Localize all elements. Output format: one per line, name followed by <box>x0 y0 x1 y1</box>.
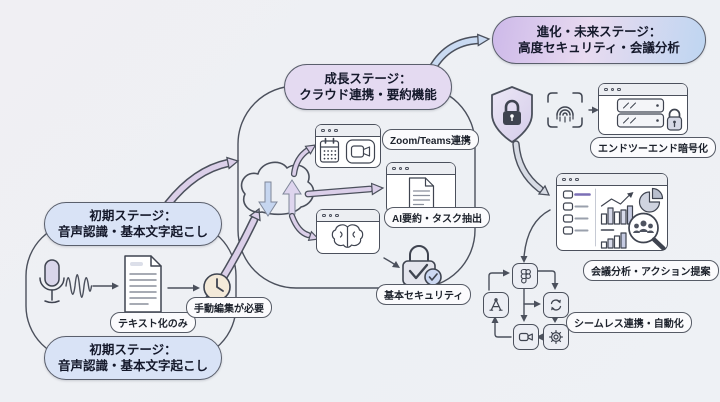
window-dot <box>322 213 326 218</box>
stage-pill-initial-bottom: 初期ステージ： 音声認識・基本文字起こし <box>44 336 222 380</box>
people-magnifier-icon <box>628 212 666 250</box>
caption-zoom-teams: Zoom/Teams連携 <box>382 129 479 150</box>
figma-app-tile <box>512 263 538 289</box>
brain-window <box>316 209 380 254</box>
window-titlebar <box>387 163 455 175</box>
window-dot <box>335 213 339 218</box>
video-camera-icon <box>345 139 376 164</box>
window-dot <box>405 166 409 171</box>
window-dot <box>617 87 621 92</box>
calendar-icon <box>319 137 340 163</box>
ai-summary-window <box>386 162 456 214</box>
arrow-initial-to-growth-upper <box>163 156 240 209</box>
window-dot <box>328 213 332 218</box>
stage-line: 初期ステージ： <box>89 208 177 223</box>
stage-pill-growth: 成長ステージ： クラウド連携・要約機能 <box>284 64 452 110</box>
stage-line: 高度セキュリティ・会議分析 <box>518 41 680 55</box>
arrow-cloud-to-brain <box>288 212 320 242</box>
meeting-analysis-window <box>556 173 668 251</box>
cloud-sync-icon <box>240 161 315 217</box>
stage-line: 音声認識・基本文字起こし <box>57 225 208 239</box>
caption-ai-summary: AI要約・タスク抽出 <box>384 207 490 228</box>
server-lock-icon <box>616 98 683 131</box>
window-titlebar <box>557 174 667 186</box>
stage-line: 初期ステージ： <box>89 342 177 357</box>
fingerprint-icon <box>545 90 585 130</box>
stage-line: クラウド連携・要約機能 <box>299 88 437 102</box>
window-dot <box>321 128 325 133</box>
calendar-video-window <box>315 124 381 168</box>
gear-app-tile <box>543 324 569 350</box>
stage-pill-initial-top: 初期ステージ： 音声認識・基本文字起こし <box>44 202 222 246</box>
build-tool-app-tile <box>483 292 509 318</box>
caption-e2e-encryption: エンドツーエンド暗号化 <box>590 137 716 158</box>
upload-arrow-icon <box>282 179 302 215</box>
pie-chart-icon <box>638 187 664 213</box>
check-badge-icon <box>424 268 442 286</box>
caption-meeting-analysis: 会議分析・アクション提案 <box>583 260 719 281</box>
window-dot <box>334 128 338 133</box>
gear-icon <box>549 330 563 344</box>
stage-pill-future: 進化・未来ステージ： 高度セキュリティ・会議分析 <box>492 16 706 64</box>
arrow-cloud-to-ai-doc <box>304 182 385 198</box>
window-dot <box>327 128 331 133</box>
bar-chart-icon <box>600 192 634 249</box>
window-dot <box>398 166 402 171</box>
waveform-icon <box>65 274 93 298</box>
caption-seamless: シームレス連携・自動化 <box>566 312 692 333</box>
stage-line: 音声認識・基本文字起こし <box>57 359 208 373</box>
window-dot <box>568 177 572 182</box>
sidebar-list-icon <box>562 188 596 247</box>
lock-check-icon <box>394 240 444 288</box>
figma-icon <box>520 268 531 284</box>
caption-basic-security: 基本セキュリティ <box>376 284 472 305</box>
window-titlebar <box>317 210 379 222</box>
window-dot <box>562 177 566 182</box>
encryption-server-window <box>598 83 688 135</box>
thin-arrowheads <box>112 106 599 341</box>
brain-icon <box>331 224 364 248</box>
stage-line: 進化・未来ステージ： <box>536 24 662 39</box>
window-titlebar <box>599 84 687 96</box>
window-dot <box>575 177 579 182</box>
ai-document-icon <box>408 177 435 211</box>
window-dot <box>610 87 614 92</box>
video-app-tile <box>513 324 539 350</box>
stage-line: 成長ステージ： <box>324 71 412 86</box>
arrow-shield-to-analysis <box>512 140 551 196</box>
window-dot <box>392 166 396 171</box>
sync-app-tile <box>543 292 569 318</box>
microphone-icon <box>36 258 68 312</box>
caption-manual-edit: 手動編集が必要 <box>186 297 272 318</box>
video-camera-icon <box>518 332 533 342</box>
window-titlebar <box>316 125 380 137</box>
download-arrow-icon <box>258 181 278 217</box>
caption-text-only: テキスト化のみ <box>110 312 196 333</box>
window-dot <box>604 87 608 92</box>
shield-lock-icon <box>486 84 538 148</box>
document-icon <box>120 254 166 316</box>
arrow-cloud-to-calendar <box>290 144 317 178</box>
sync-icon <box>550 299 562 311</box>
build-tool-icon <box>489 298 503 311</box>
